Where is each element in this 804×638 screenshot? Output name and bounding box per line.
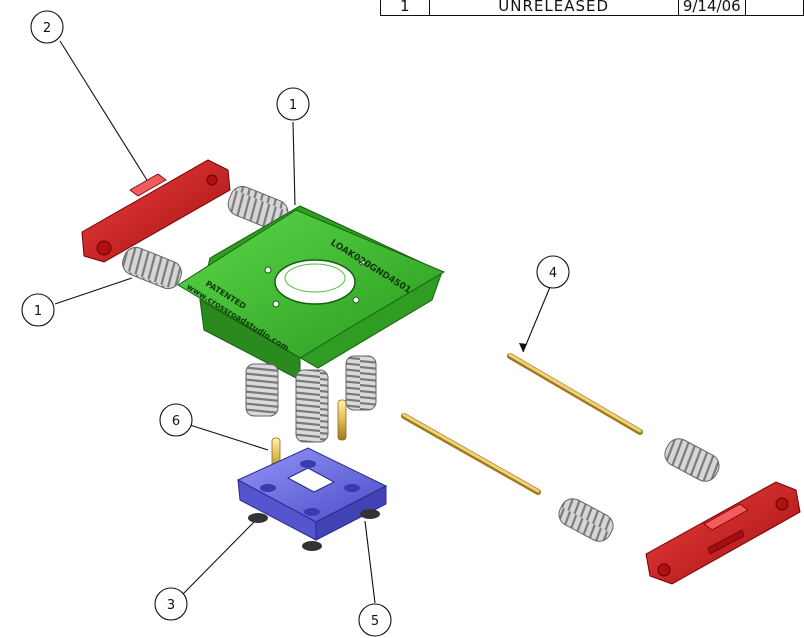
long-rod-upper (507, 353, 643, 435)
balloon-1-left: 1 (21, 293, 55, 327)
balloon-4: 4 (536, 255, 570, 289)
arrow-head (519, 343, 527, 352)
spring-top-left (122, 246, 182, 290)
revision-table: 1 UNRELEASED 9/14/06 (380, 0, 804, 16)
red-arm-top (81, 159, 231, 263)
spring-vertical-center (295, 369, 329, 443)
spring-right-upper (664, 438, 720, 482)
balloon-5-label: 5 (371, 614, 379, 629)
revision-approval (744, 0, 804, 16)
balloon-1-top-label: 1 (289, 98, 297, 113)
balloon-4-label: 4 (549, 266, 557, 281)
revision-date: 9/14/06 (677, 0, 746, 16)
spring-vertical-right (345, 355, 377, 411)
long-rod-lower (401, 413, 541, 495)
leader-lines (54, 40, 551, 604)
green-plate: LOAK020GND4501 PATENTED www.crossroadstu… (177, 205, 446, 381)
balloon-6-label: 6 (172, 414, 180, 429)
spring-right-lower (558, 498, 614, 542)
balloon-3: 3 (154, 587, 188, 621)
balloon-2: 2 (30, 10, 64, 44)
short-pin-right (337, 399, 347, 441)
balloon-2-label: 2 (43, 21, 51, 36)
blue-base (236, 447, 388, 551)
red-arm-bottom (645, 481, 801, 585)
balloon-1-top: 1 (276, 87, 310, 121)
balloon-5: 5 (358, 603, 392, 637)
spring-vertical-left (245, 363, 279, 417)
revision-description: UNRELEASED (428, 0, 679, 16)
balloon-3-label: 3 (167, 598, 175, 613)
balloon-6: 6 (159, 403, 193, 437)
balloon-1-left-label: 1 (34, 304, 42, 319)
revision-row: 1 UNRELEASED 9/14/06 (380, 0, 804, 16)
